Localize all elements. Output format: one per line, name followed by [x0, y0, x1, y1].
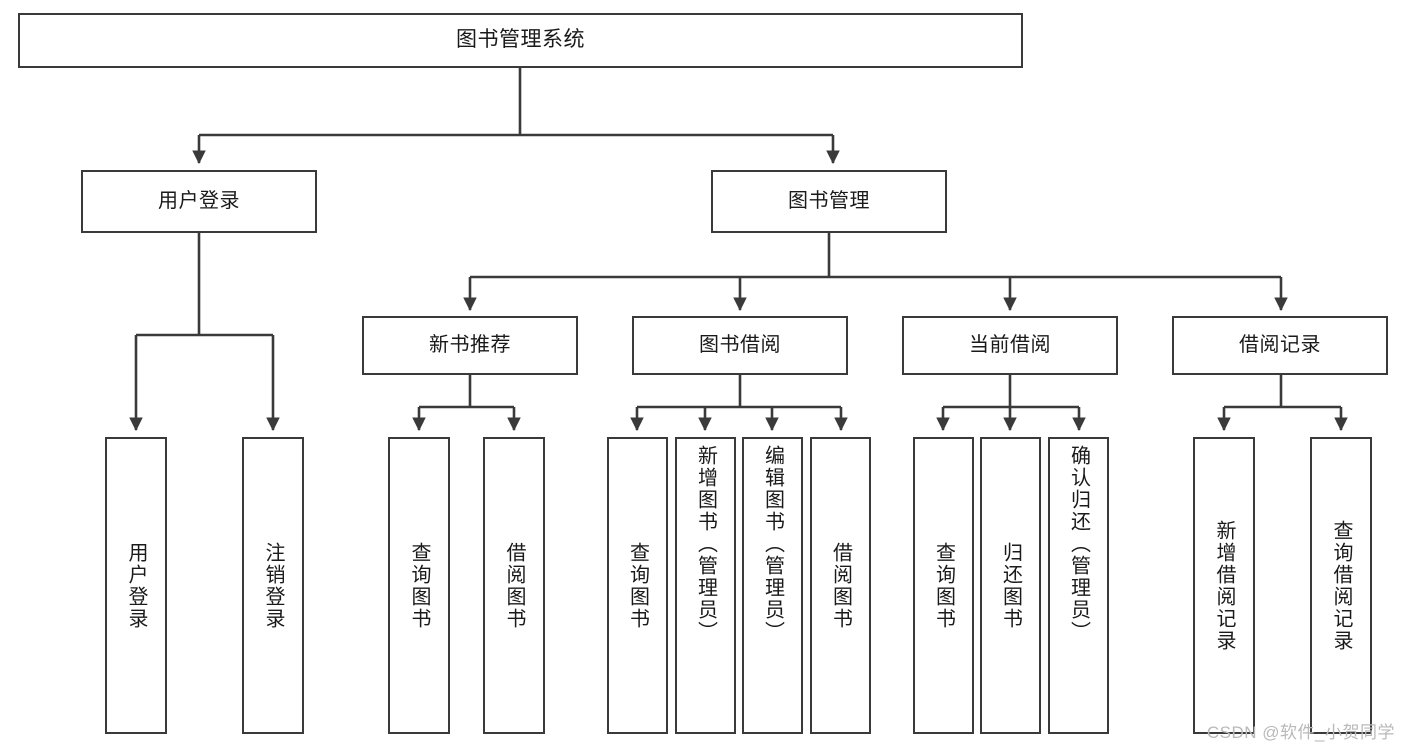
node-new-book-recommend[interactable]: 新书推荐: [362, 316, 578, 375]
node-label: 注销登录: [262, 541, 284, 630]
node-book-borrow[interactable]: 图书借阅: [632, 316, 848, 375]
node-label: 确认归还（管理员）: [1067, 445, 1090, 643]
node-label: 新增借阅记录: [1213, 519, 1235, 652]
node-label: 用户登录: [158, 189, 240, 212]
node-label: 用户登录: [125, 541, 147, 630]
node-book-management[interactable]: 图书管理: [711, 170, 947, 233]
csdn-watermark: CSDN @软件_小贺同学: [1206, 723, 1395, 742]
leaf-add-book[interactable]: 新增图书（管理员）: [675, 437, 736, 734]
node-label: 查询图书: [626, 541, 649, 630]
node-label: 借阅图书: [829, 541, 852, 630]
node-label: 查询图书: [932, 541, 955, 630]
leaf-confirm-return[interactable]: 确认归还（管理员）: [1048, 437, 1109, 734]
node-label: 查询图书: [408, 541, 430, 630]
leaf-query-book-borrow[interactable]: 查询图书: [607, 437, 668, 734]
node-user-login[interactable]: 用户登录: [81, 170, 317, 233]
node-label: 编辑图书（管理员）: [761, 445, 784, 643]
leaf-edit-book[interactable]: 编辑图书（管理员）: [742, 437, 803, 734]
node-current-borrow[interactable]: 当前借阅: [902, 316, 1118, 375]
leaf-query-book-recommend[interactable]: 查询图书: [388, 437, 450, 734]
node-label: 图书管理: [788, 189, 870, 212]
node-label: 新书推荐: [429, 333, 511, 356]
node-borrow-record[interactable]: 借阅记录: [1172, 316, 1388, 375]
node-label: 当前借阅: [969, 333, 1051, 356]
leaf-borrow-book-recommend[interactable]: 借阅图书: [483, 437, 545, 734]
leaf-user-login[interactable]: 用户登录: [105, 437, 167, 734]
node-label: 查询借阅记录: [1330, 519, 1352, 652]
leaf-query-book-current[interactable]: 查询图书: [913, 437, 974, 734]
node-label: 归还图书: [999, 541, 1022, 630]
leaf-logout-login[interactable]: 注销登录: [242, 437, 304, 734]
node-root-system[interactable]: 图书管理系统: [18, 13, 1023, 68]
node-label: 图书借阅: [699, 333, 781, 356]
node-label: 新增图书（管理员）: [694, 445, 717, 643]
node-label: 图书管理系统: [456, 28, 585, 52]
leaf-return-book[interactable]: 归还图书: [980, 437, 1041, 734]
node-label: 借阅记录: [1239, 333, 1321, 356]
leaf-add-borrow-record[interactable]: 新增借阅记录: [1193, 437, 1255, 734]
leaf-query-borrow-record[interactable]: 查询借阅记录: [1310, 437, 1372, 734]
node-label: 借阅图书: [503, 541, 525, 630]
leaf-borrow-book[interactable]: 借阅图书: [810, 437, 871, 734]
